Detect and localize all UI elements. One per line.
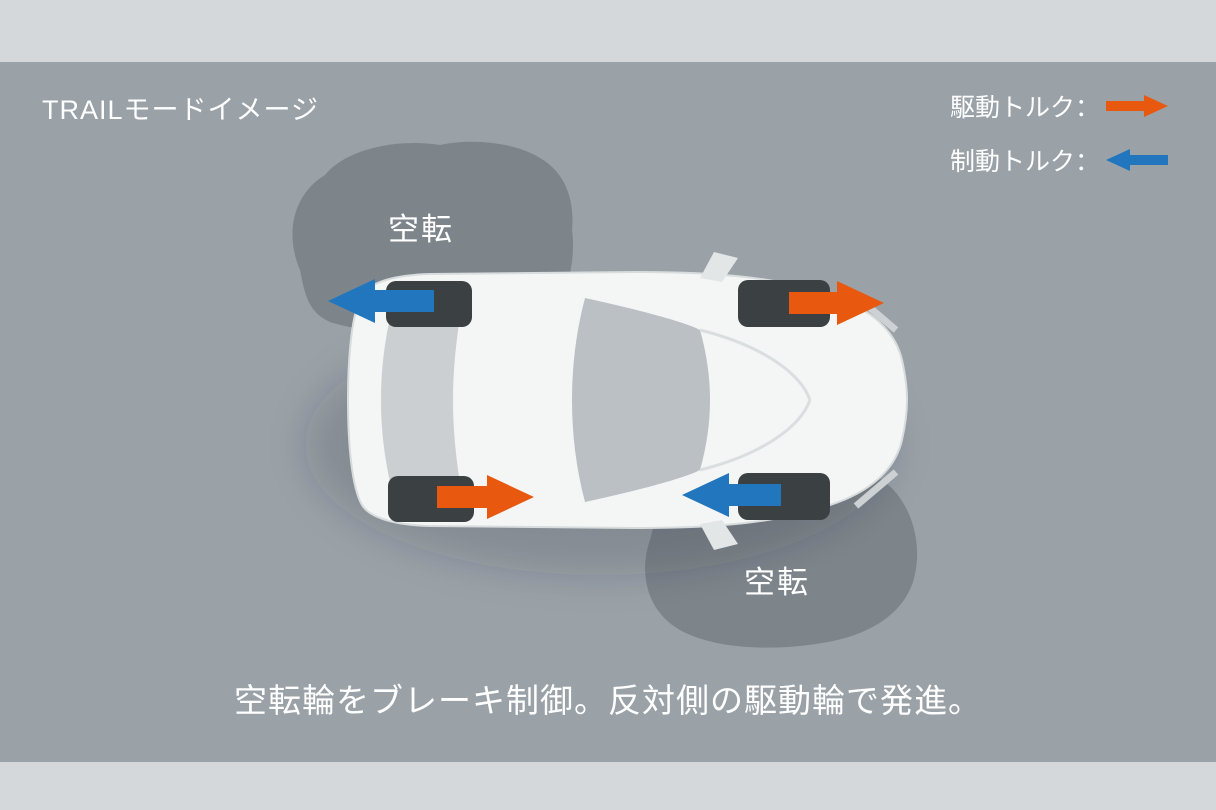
hood-lines bbox=[699, 328, 812, 472]
legend-row-drive: 駆動トルク： bbox=[950, 88, 1168, 124]
drive-torque-arrow-icon bbox=[1106, 95, 1168, 117]
torque-legend: 駆動トルク： 制動トルク： bbox=[950, 88, 1168, 178]
drive-torque-arrow-front-left-icon bbox=[789, 281, 884, 325]
brake-torque-arrow-rear-left-icon bbox=[328, 279, 434, 323]
slip-label-front-right: 空転 bbox=[744, 565, 810, 600]
brake-torque-arrow-front-right-icon bbox=[682, 473, 781, 517]
legend-drive-label: 駆動トルク： bbox=[949, 94, 1100, 122]
legend-brake-label: 制動トルク： bbox=[949, 148, 1100, 176]
headlight-right bbox=[853, 469, 899, 509]
legend-row-brake: 制動トルク： bbox=[950, 142, 1168, 178]
side-mirror-right bbox=[700, 520, 738, 550]
drive-torque-arrow-rear-right-icon bbox=[437, 475, 534, 519]
page-title: TRAILモードイメージ bbox=[42, 95, 319, 125]
windshield bbox=[572, 298, 710, 502]
side-mirror-left bbox=[700, 252, 738, 282]
brake-torque-arrow-icon bbox=[1106, 149, 1168, 171]
slip-label-rear-left: 空転 bbox=[388, 212, 454, 247]
tire-front-left bbox=[738, 280, 830, 327]
rear-window bbox=[381, 305, 462, 495]
caption: 空転輪をブレーキ制御。反対側の駆動輪で発進。 bbox=[234, 682, 982, 719]
